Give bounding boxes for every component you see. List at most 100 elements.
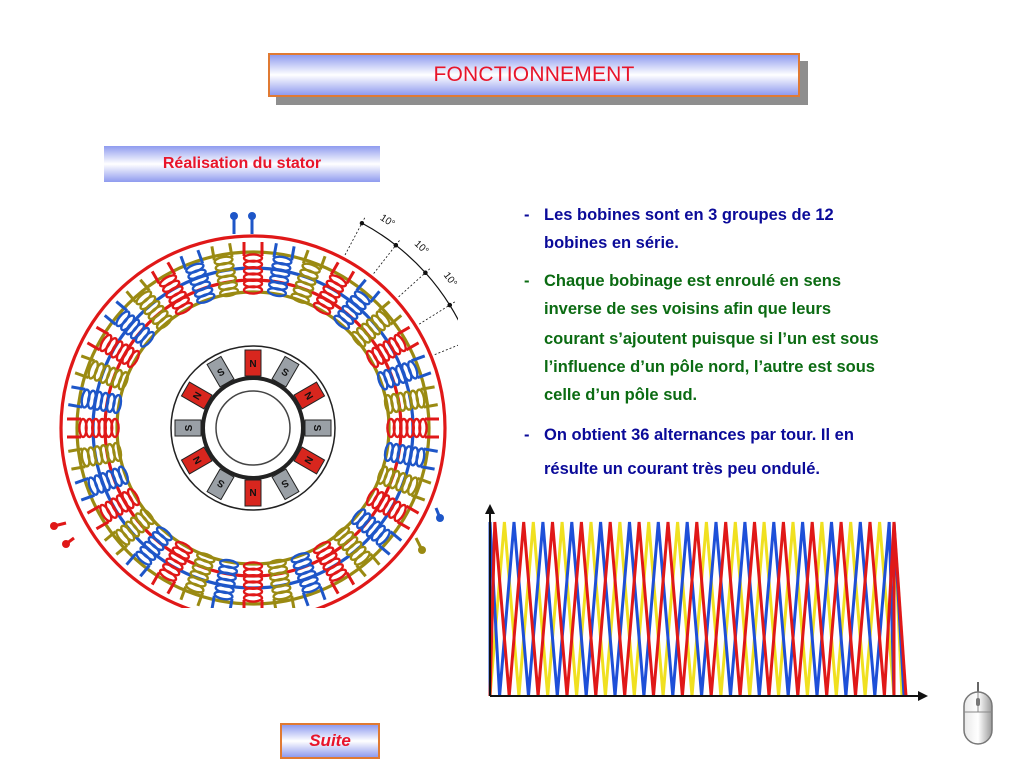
- south-pole: [206, 355, 235, 388]
- terminal-dot: [50, 522, 58, 530]
- rotor-pole: N: [244, 479, 262, 507]
- coil: [376, 465, 432, 502]
- coil: [383, 441, 438, 471]
- coil-turn: [117, 465, 130, 485]
- coil-lead: [378, 530, 403, 556]
- pole-label: S: [311, 425, 322, 432]
- coil-lead: [329, 571, 356, 595]
- coil-lead: [272, 595, 296, 608]
- coil-lead: [103, 300, 128, 326]
- coil: [333, 278, 381, 330]
- bullet-line: celle d’un pôle sud.: [544, 386, 698, 404]
- angle-tick: [434, 344, 458, 355]
- coil-lead: [103, 530, 128, 556]
- coil-turn: [99, 364, 112, 384]
- coil-turn: [394, 472, 407, 492]
- coil-turn: [388, 366, 401, 387]
- coil-turn: [191, 563, 212, 576]
- coil-lead: [86, 325, 110, 352]
- coil-turn: [93, 362, 105, 382]
- coil-turn: [187, 268, 207, 280]
- ring-0: [59, 234, 447, 608]
- waveform-line: [488, 521, 896, 697]
- coil: [312, 540, 356, 595]
- coil-turn: [110, 417, 120, 439]
- bullet-1: -Les bobines sont en 3 groupes de 12 bob…: [524, 206, 834, 252]
- coil-turn: [292, 557, 313, 570]
- coil-turn: [193, 557, 214, 570]
- coil-lead: [396, 325, 420, 352]
- pole-label: N: [191, 390, 204, 402]
- north-pole: [180, 381, 213, 410]
- coil-turn: [333, 526, 351, 542]
- coil-turn: [401, 362, 413, 382]
- mouse-icon: [963, 682, 993, 745]
- bullet-dash: -: [524, 206, 530, 224]
- coil: [351, 508, 403, 556]
- y-axis-arrow: [485, 504, 495, 514]
- coil-lead: [125, 278, 151, 303]
- coil-turn: [111, 467, 124, 488]
- arc-arrowhead: [447, 302, 452, 308]
- coil-turn: [105, 366, 118, 387]
- coil-lead: [86, 504, 110, 531]
- coil: [86, 325, 141, 369]
- pole-label: S: [279, 367, 291, 380]
- coil-turn: [189, 569, 209, 582]
- bullet-line: bobines en série.: [544, 234, 679, 252]
- waveform-line: [488, 521, 896, 697]
- pole-label: N: [301, 390, 314, 402]
- coil: [86, 487, 141, 531]
- coil-lead: [355, 553, 381, 578]
- coil: [179, 249, 216, 305]
- coil-turn: [193, 286, 214, 299]
- coil: [125, 278, 173, 330]
- coil: [125, 526, 173, 578]
- coil: [210, 558, 240, 608]
- rotor-pole: S: [206, 355, 235, 388]
- pole-label: N: [191, 454, 204, 466]
- coil-turn: [174, 301, 194, 316]
- terminal-dot: [436, 514, 444, 522]
- terminal-dot: [230, 212, 238, 220]
- coil-turn: [155, 314, 173, 330]
- coil: [68, 441, 123, 471]
- coil-turn: [99, 472, 112, 492]
- coil-lead: [74, 476, 95, 502]
- bullet-line: Les bobines sont en 3 groupes de 12: [544, 206, 834, 224]
- waveform-line: [488, 521, 896, 697]
- coil-turn: [297, 569, 317, 582]
- bullet-2: -Chaque bobinage est enroulé en sens inv…: [524, 272, 879, 404]
- coil: [242, 242, 264, 295]
- coil-lead: [425, 417, 439, 439]
- waveform-tail: [892, 521, 908, 697]
- coil: [74, 465, 130, 502]
- coil-turn: [242, 561, 264, 571]
- coil-turn: [112, 393, 123, 415]
- coil-turn: [299, 576, 319, 588]
- coil: [150, 540, 194, 595]
- coil-turn: [382, 467, 395, 488]
- coil-turn: [351, 508, 367, 526]
- coil-turn: [383, 393, 394, 415]
- coil-lead: [68, 385, 86, 409]
- coil-lead: [125, 553, 151, 578]
- coil-lead: [179, 249, 205, 270]
- suite-button[interactable]: Suite: [280, 723, 380, 759]
- south-pole: [271, 468, 300, 501]
- south-pole: [271, 355, 300, 388]
- angle-label: 10°: [441, 270, 458, 289]
- coil-turn: [401, 474, 413, 494]
- coil: [74, 354, 130, 391]
- rotor-pole: N: [180, 446, 213, 475]
- north-pole: [293, 446, 326, 475]
- bullet-line: Chaque bobinage est enroulé en sens: [544, 272, 842, 290]
- coil-lead: [355, 278, 381, 303]
- coil-lead: [210, 243, 234, 261]
- bullet-3: -On obtient 36 alternances par tour. Il …: [524, 426, 854, 478]
- bullet-line: On obtient 36 alternances par tour. Il e…: [544, 426, 854, 444]
- coil: [266, 558, 296, 608]
- coil-lead: [210, 595, 234, 608]
- pole-label: N: [301, 454, 314, 466]
